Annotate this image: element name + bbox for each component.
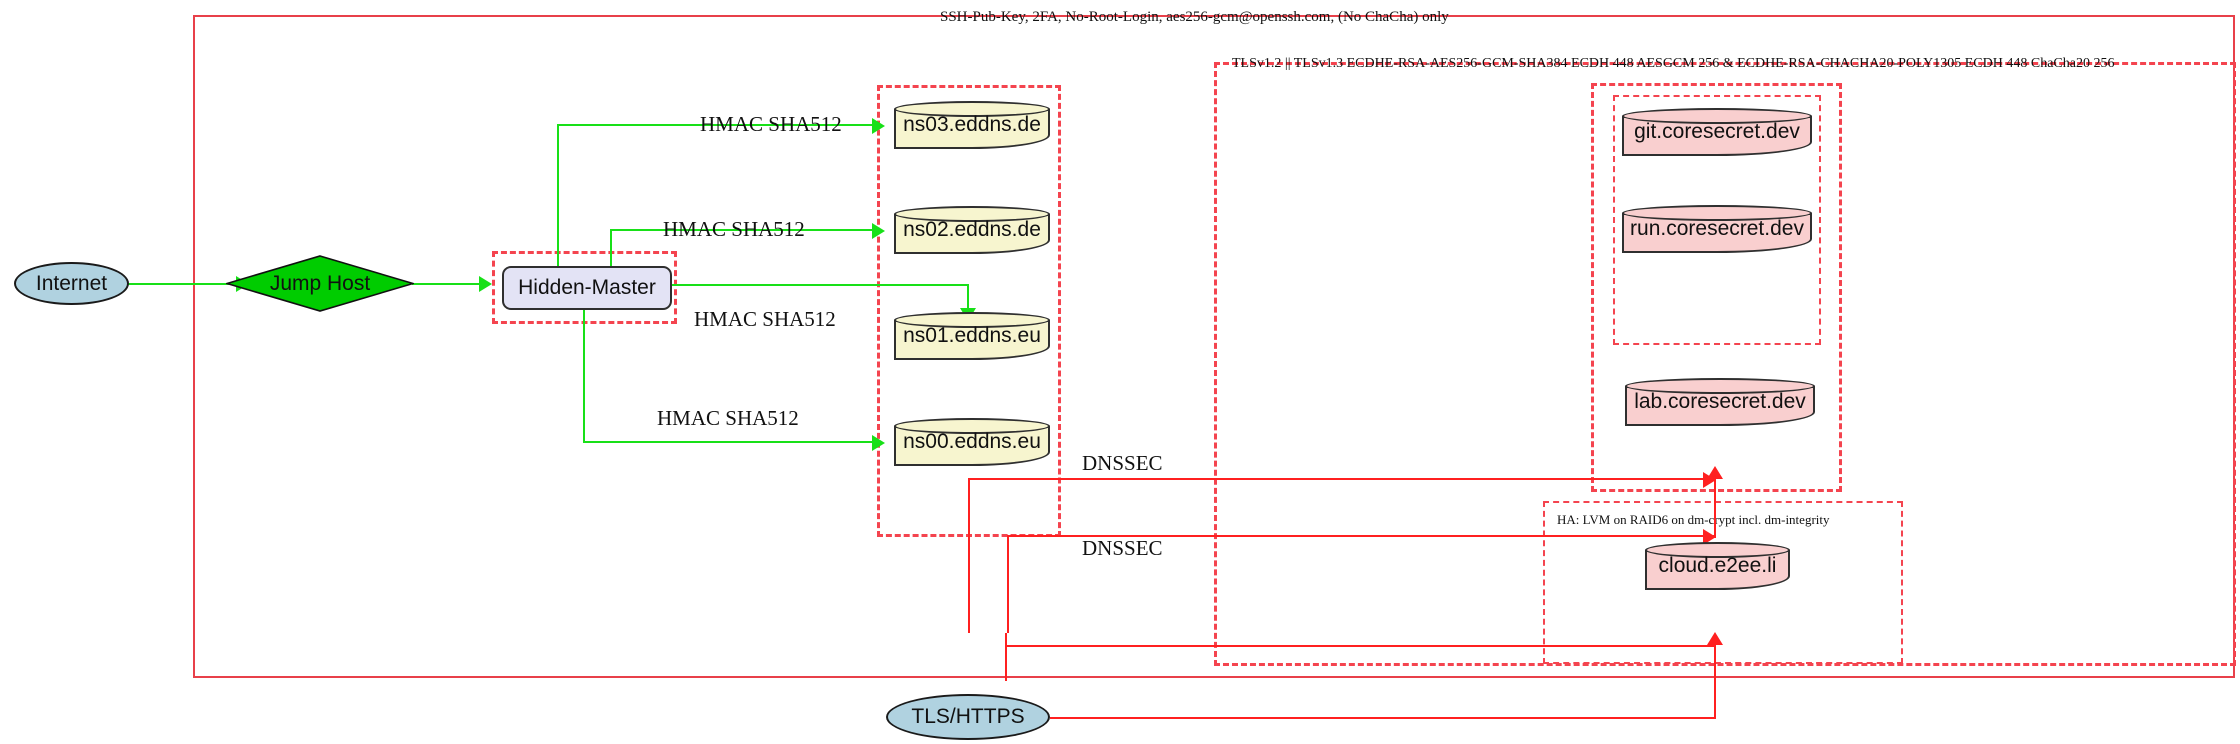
node-cloud-e2ee[interactable]: cloud.e2ee.li [1645, 542, 1790, 590]
link-master-ns01-vertical [967, 284, 969, 312]
cylinder-top [1645, 542, 1790, 558]
edge-label-hmac-ns00: HMAC SHA512 [657, 406, 799, 430]
node-git-label: git.coresecret.dev [1634, 120, 1800, 143]
node-jump-host[interactable]: Jump Host [226, 255, 414, 312]
node-ns00[interactable]: ns00.eddns.eu [894, 418, 1050, 466]
link-dnssec-lower-vertical [1007, 535, 1009, 633]
node-ns03[interactable]: ns03.eddns.de [894, 101, 1050, 149]
node-tls-https[interactable]: TLS/HTTPS [886, 694, 1050, 740]
link-master-ns03-horizontal [557, 124, 877, 126]
cylinder-top [1625, 378, 1815, 394]
arrow-jumphost-master [479, 276, 492, 292]
tls-zone-box [1214, 62, 2236, 666]
link-ha-feed [1007, 645, 1714, 647]
edge-label-hmac-ns02: HMAC SHA512 [663, 217, 805, 241]
node-ns01-label: ns01.eddns.eu [903, 324, 1041, 347]
edge-label-hmac-ns03: HMAC SHA512 [700, 112, 842, 136]
ha-zone-box [1543, 501, 1903, 664]
cylinder-top [894, 101, 1050, 117]
link-jumphost-master [412, 283, 482, 285]
cylinder-top [894, 206, 1050, 222]
tls-zone-label: TLSv1.2 || TLSv1.3 ECDHE-RSA-AES256-GCM-… [1232, 56, 2115, 71]
link-master-ns00-vertical [583, 310, 585, 443]
arrow-tlshttps-lower [1707, 632, 1723, 645]
edge-label-dnssec-lower: DNSSEC [1082, 536, 1163, 560]
node-internet[interactable]: Internet [14, 262, 129, 305]
link-tlshttps-right-riser [1714, 645, 1716, 718]
node-run-coresecret[interactable]: run.coresecret.dev [1622, 205, 1812, 253]
link-internet-jumphost [128, 283, 238, 285]
edge-label-hmac-ns01: HMAC SHA512 [694, 307, 836, 331]
node-lab-coresecret[interactable]: lab.coresecret.dev [1625, 378, 1815, 426]
node-run-label: run.coresecret.dev [1630, 217, 1804, 240]
link-master-ns03-vertical [557, 124, 559, 269]
arrow-master-ns02 [872, 223, 885, 239]
link-master-ns02-vertical [610, 229, 612, 271]
ssh-zone-label: SSH-Pub-Key, 2FA, No-Root-Login, aes256-… [940, 9, 1449, 25]
diamond-shape [226, 255, 414, 312]
link-master-ns01-horizontal [672, 284, 969, 286]
link-upper-target-riser [1714, 478, 1716, 538]
cylinder-top [1622, 108, 1812, 124]
link-dnssec-upper-horizontal [968, 478, 1716, 480]
node-git-coresecret[interactable]: git.coresecret.dev [1622, 108, 1812, 156]
node-ns00-label: ns00.eddns.eu [903, 430, 1041, 453]
link-dnssec-upper-vertical [968, 478, 970, 633]
node-lab-label: lab.coresecret.dev [1634, 390, 1806, 413]
cylinder-top [894, 312, 1050, 328]
arrow-dnssec-lower [1703, 529, 1716, 545]
cylinder-top [894, 418, 1050, 434]
edge-label-dnssec-upper: DNSSEC [1082, 451, 1163, 475]
coresecret-zone-box [1591, 83, 1842, 492]
link-tlshttps-riser [1005, 633, 1007, 681]
cylinder-top [1622, 205, 1812, 221]
ha-zone-label: HA: LVM on RAID6 on dm-crypt incl. dm-in… [1557, 512, 1830, 527]
arrow-master-ns00 [872, 435, 885, 451]
node-ns03-label: ns03.eddns.de [903, 113, 1041, 136]
coresecret-inner-box [1613, 95, 1821, 345]
node-ns01[interactable]: ns01.eddns.eu [894, 312, 1050, 360]
node-cloud-label: cloud.e2ee.li [1658, 554, 1777, 577]
link-master-ns02-horizontal [610, 229, 877, 231]
link-dnssec-lower-horizontal [1007, 535, 1716, 537]
node-ns02[interactable]: ns02.eddns.de [894, 206, 1050, 254]
node-hidden-master[interactable]: Hidden-Master [502, 266, 672, 310]
node-ns02-label: ns02.eddns.de [903, 218, 1041, 241]
link-master-ns00-horizontal [583, 441, 877, 443]
arrow-upper-target [1707, 466, 1723, 479]
link-tlshttps-right [1050, 717, 1716, 719]
arrow-master-ns03 [872, 118, 885, 134]
